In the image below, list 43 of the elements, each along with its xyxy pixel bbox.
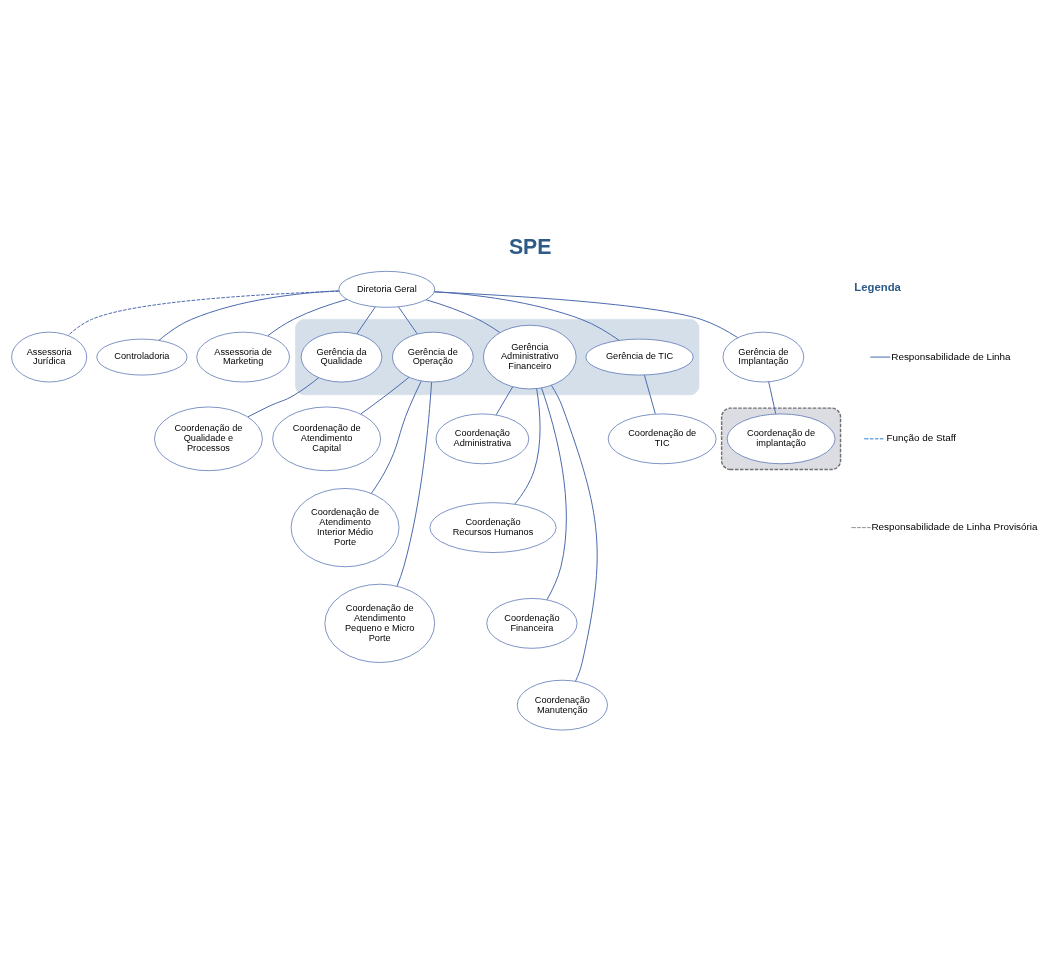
legend-label: Responsabilidade de Linha [891,350,1011,362]
cluster [720,407,842,471]
connector [247,377,320,418]
node-ellipse: Coordenação de Atendimento Capital [272,406,381,472]
node-ellipse: Controladoria [96,338,188,376]
connector [360,376,410,415]
node-ellipse: Coordenação Administrativa [435,413,530,465]
diagram-title: SPE [508,234,552,258]
node-ellipse: Assessoria de Marketing [196,331,290,383]
connector [514,388,541,505]
node-ellipse: Coordenação de implantação [726,413,836,465]
connector [396,381,433,587]
node-ellipse: Coordenação Financeira [486,598,578,649]
connector [158,290,340,341]
connector [768,381,777,415]
node-ellipse: Coordenação de Atendimento Interior Médio Porte [290,488,400,568]
node-ellipse: Assessoria Jurídica [11,331,88,383]
node-ellipse: Coordenação Recursos Humanos [429,502,557,553]
connector [425,299,501,333]
connector [551,385,598,682]
node-ellipse: Gerência de Implantação [722,331,805,383]
cluster [295,319,700,396]
node-ellipse: Diretoria Geral [338,271,436,308]
connector [67,290,340,336]
legend-label: Responsabilidade de Linha Provisória [871,521,1038,533]
connector [643,374,656,415]
node-ellipse: Coordenação de Qualidade e Processos [154,406,263,472]
node-ellipse: Coordenação Manutenção [516,679,608,731]
node-ellipse: Coordenação de Atendimento Pequeno e Micro Porte [324,583,435,663]
connector [267,298,348,337]
node-ellipse: Gerência de Operação [392,331,474,383]
connector [356,306,376,335]
connector [370,380,422,494]
connector [434,291,739,339]
node-ellipse: Gerência Administrativo Financeiro [483,324,577,390]
node-ellipse: Gerência de TIC [585,338,694,376]
connector [495,386,514,416]
legend-label: Função de Staff [886,432,957,444]
node-ellipse: Coordenação de TIC [607,413,717,465]
connector [398,306,418,335]
label: Legenda [854,281,901,294]
connector [541,387,567,601]
node-ellipse: Gerência da Qualidade [300,331,383,383]
